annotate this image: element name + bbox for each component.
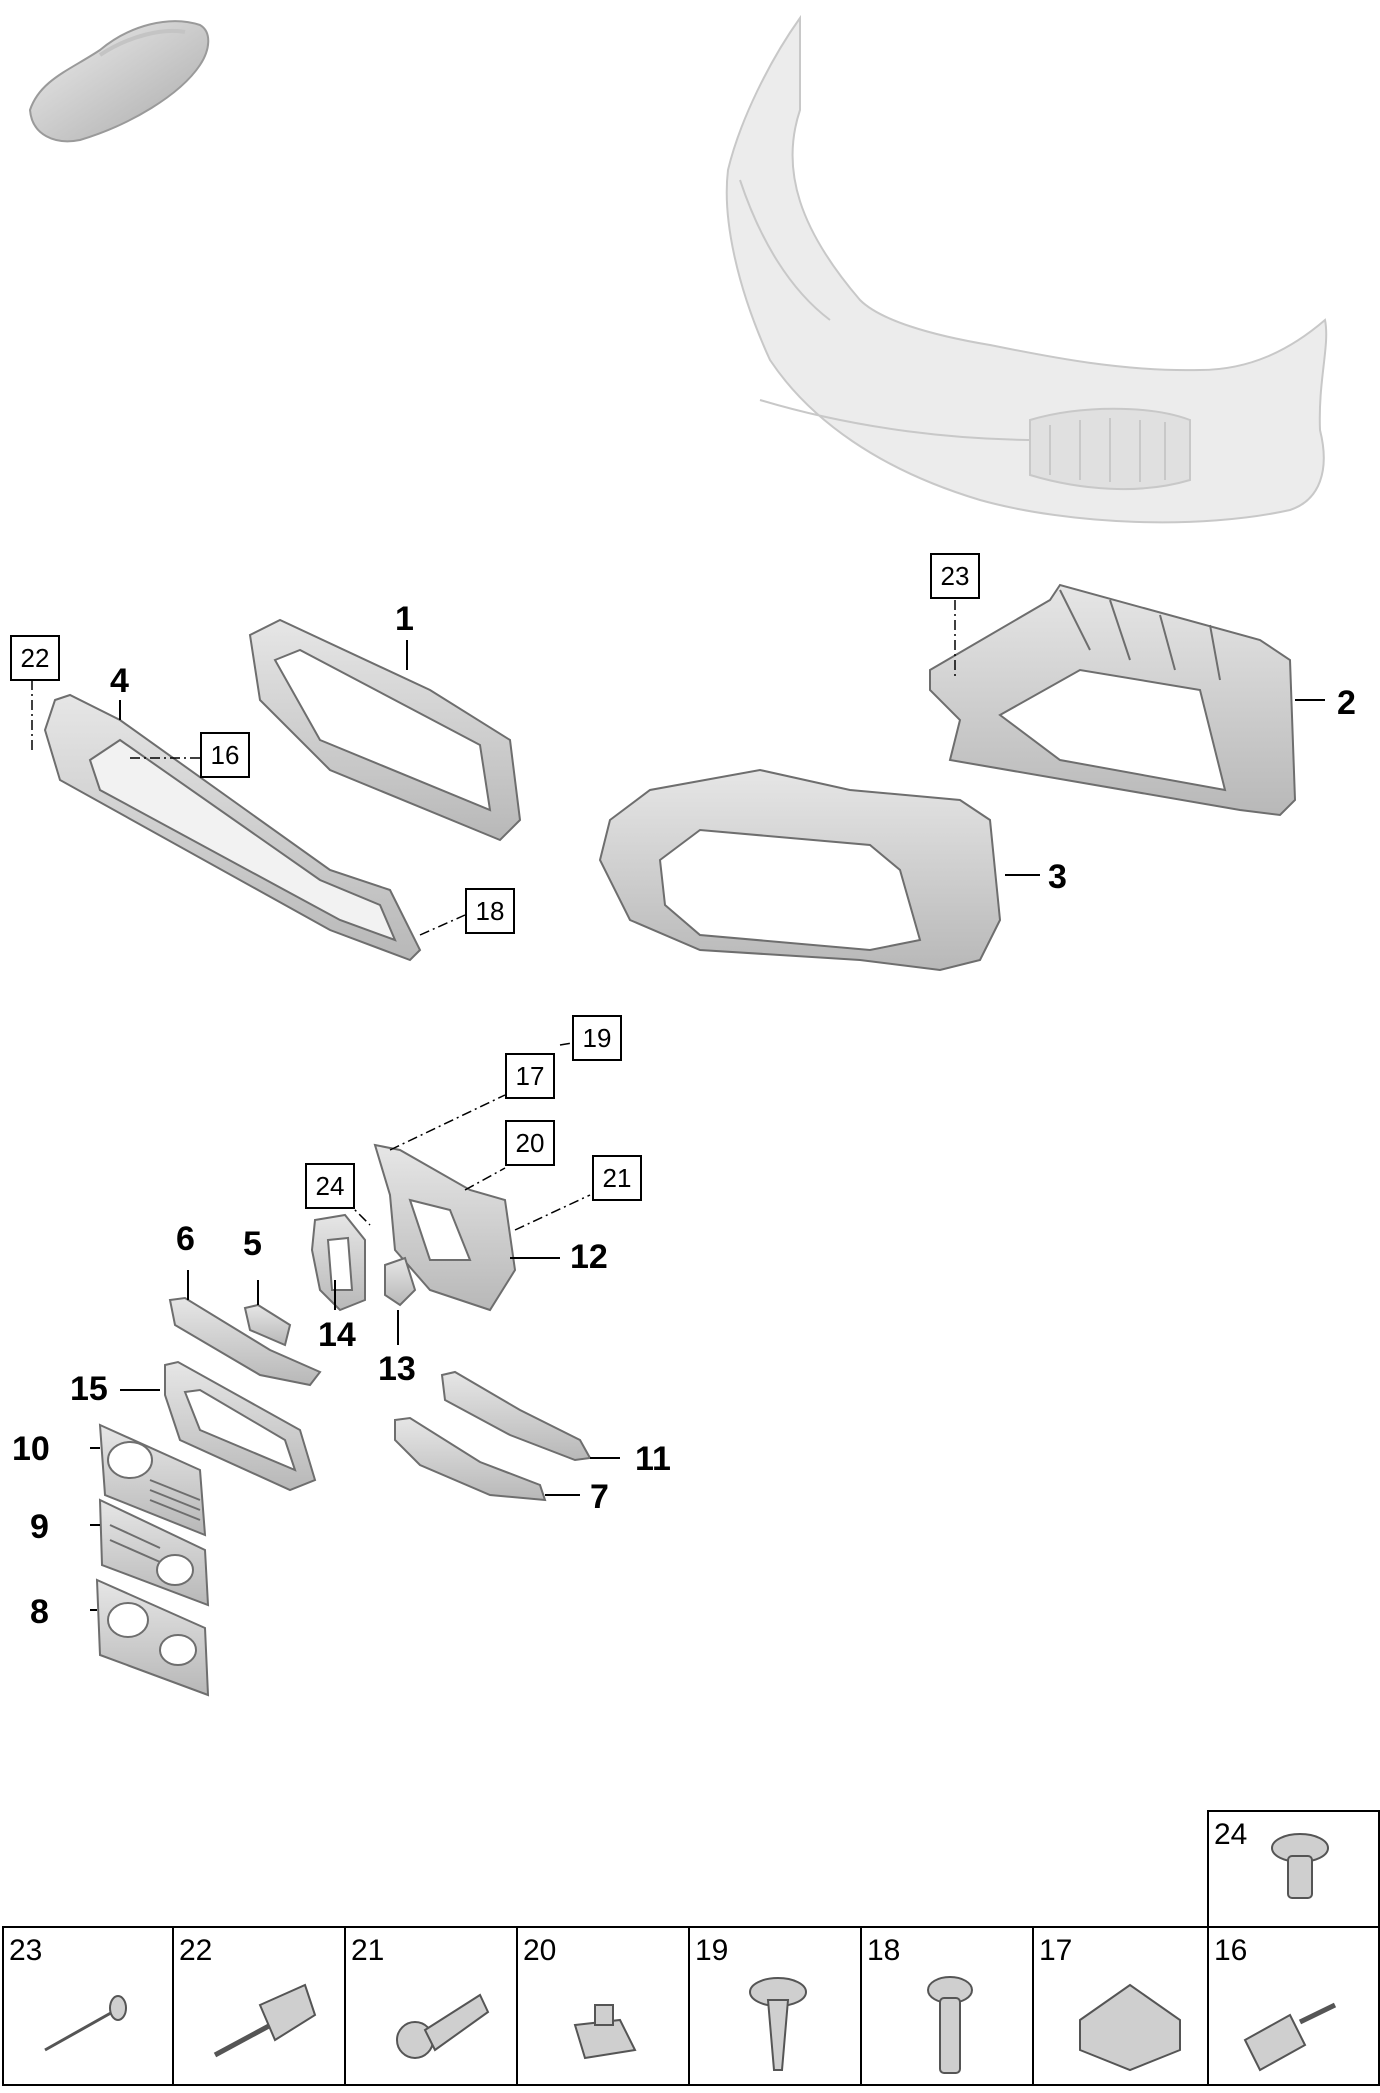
part-13-holder — [384, 1256, 417, 1307]
part-15-grille-frame — [164, 1360, 317, 1492]
callout-5: 5 — [243, 1225, 262, 1263]
part-10-grille-panel — [98, 1423, 207, 1537]
fastener-cell-label: 17 — [1039, 1934, 1073, 1967]
fastener-cell-18[interactable]: 18 — [860, 1926, 1034, 2086]
callout-1: 1 — [395, 600, 414, 638]
callout-11: 11 — [635, 1440, 671, 1478]
vehicle-silhouette-icon — [28, 20, 210, 143]
fastener-cell-label: 23 — [9, 1934, 43, 1967]
callout-2: 2 — [1337, 684, 1356, 722]
callout-10: 10 — [12, 1430, 50, 1468]
ref-box-22[interactable]: 22 — [10, 635, 60, 681]
part-9-grille-panel — [98, 1498, 210, 1607]
callout-6: 6 — [176, 1220, 195, 1258]
ref-box-18[interactable]: 18 — [465, 888, 515, 934]
front-bumper-cover — [725, 14, 1328, 524]
fastener-cell-21[interactable]: 21 — [344, 1926, 518, 2086]
fastener-cell-label: 19 — [695, 1934, 729, 1967]
callout-4: 4 — [110, 662, 129, 700]
callout-9: 9 — [30, 1508, 49, 1546]
callout-3: 3 — [1048, 858, 1067, 896]
fastener-cell-label: 18 — [867, 1934, 901, 1967]
part-4-cross-member — [43, 693, 422, 962]
fastener-cell-19[interactable]: 19 — [688, 1926, 862, 2086]
part-12-bracket-panel — [373, 1143, 517, 1312]
fastener-cell-label: 24 — [1214, 1818, 1248, 1851]
part-11-lower-strip — [440, 1370, 592, 1462]
ref-box-23[interactable]: 23 — [930, 553, 980, 599]
fastener-cell-17[interactable]: 17 — [1032, 1926, 1209, 2086]
callout-13: 13 — [378, 1350, 416, 1388]
fastener-cell-22[interactable]: 22 — [172, 1926, 346, 2086]
fastener-cell-label: 21 — [351, 1934, 385, 1967]
part-14-seal — [310, 1213, 366, 1312]
leader-lines — [90, 640, 1325, 1611]
part-6-trim-strip — [168, 1296, 322, 1387]
callout-14: 14 — [318, 1316, 356, 1354]
ref-box-20[interactable]: 20 — [505, 1120, 555, 1166]
ref-box-24[interactable]: 24 — [305, 1163, 355, 1209]
fastener-cell-16[interactable]: 16 — [1207, 1926, 1380, 2086]
ref-box-19[interactable]: 19 — [572, 1015, 622, 1061]
fastener-cell-label: 16 — [1214, 1934, 1248, 1967]
part-8-grille-panel — [95, 1578, 210, 1697]
ref-box-21[interactable]: 21 — [592, 1155, 642, 1201]
callout-12: 12 — [570, 1238, 608, 1276]
fastener-cell-24[interactable]: 24 — [1207, 1810, 1380, 1928]
part-1-air-duct-frame — [248, 618, 522, 842]
callout-15: 15 — [70, 1370, 108, 1408]
fastener-cell-label: 22 — [179, 1934, 213, 1967]
fastener-cell-23[interactable]: 23 — [2, 1926, 174, 2086]
ref-box-16[interactable]: 16 — [200, 732, 250, 778]
fastener-cell-label: 20 — [523, 1934, 557, 1967]
part-7-lower-trim — [394, 1416, 547, 1502]
fastener-cell-20[interactable]: 20 — [516, 1926, 690, 2086]
part-3-mount-bracket — [598, 768, 1002, 972]
part-2-air-guide — [929, 583, 1297, 817]
ref-box-17[interactable]: 17 — [505, 1053, 555, 1099]
callout-8: 8 — [30, 1593, 49, 1631]
callout-7: 7 — [590, 1478, 609, 1516]
part-5-clip-piece — [243, 1303, 292, 1347]
